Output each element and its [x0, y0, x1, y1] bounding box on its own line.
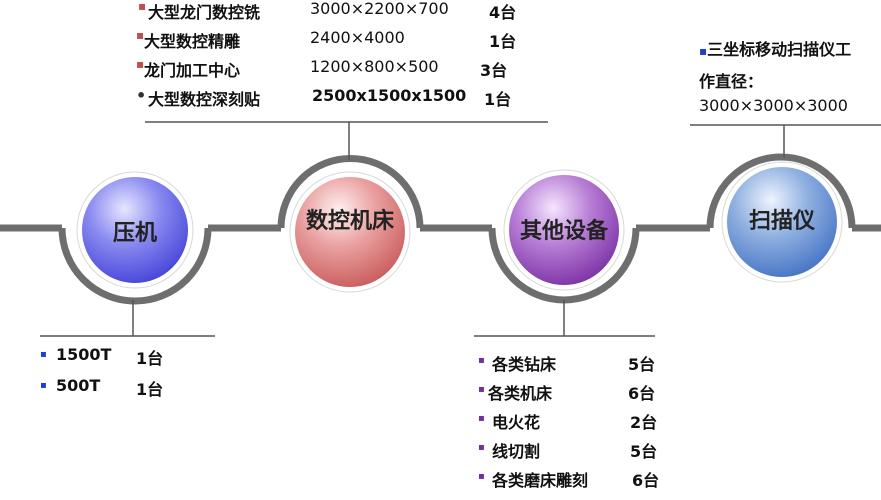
round-bullet-icon: •	[136, 86, 147, 105]
other-list-item: ▪ 各类机床 6台	[478, 380, 678, 409]
node-other-circle	[503, 169, 625, 291]
other-item-qty: 6台	[628, 384, 656, 403]
square-bullet-icon: ▪	[138, 0, 147, 13]
node-label-cnc: 数控机床	[305, 209, 394, 234]
other-item-name: 各类机床	[488, 384, 553, 403]
cnc-list: ▪ 大型龙门数控铣 3000×2200×700 4台 ▪ 大型数控精雕 2400…	[132, 0, 552, 115]
cnc-item-name: 大型数控精雕	[144, 32, 241, 51]
scanner-desc-line1: ▪三坐标移动扫描仪工	[699, 36, 851, 60]
cnc-item-qty: 1台	[484, 90, 512, 109]
cnc-item-name: 大型数控深刻贴	[148, 90, 261, 109]
connector-lines	[40, 121, 881, 337]
cnc-item-qty: 4台	[489, 3, 517, 22]
square-bullet-icon: ▪	[699, 44, 708, 58]
square-bullet-icon: ▪	[478, 384, 485, 395]
cnc-item-size: 2500x1500x1500	[312, 86, 467, 105]
node-scanner-circle	[721, 161, 843, 283]
square-bullet-icon: ▪	[478, 442, 485, 453]
press-item-qty: 1台	[136, 349, 164, 368]
square-bullet-icon: ▪	[136, 28, 145, 42]
cnc-list-item: ▪ 龙门加工中心 1200×800×500 3台	[132, 57, 552, 86]
other-item-qty: 5台	[628, 355, 656, 374]
cnc-list-item: ▪ 大型数控精雕 2400×4000 1台	[132, 28, 552, 57]
other-list: ▪ 各类钻床 5台 ▪ 各类机床 6台 ▪ 电火花 2台 ▪ 线切割 5台 ▪ …	[478, 351, 678, 496]
square-bullet-icon: ▪	[40, 349, 47, 360]
cnc-item-qty: 3台	[480, 61, 508, 80]
other-list-item: ▪ 各类钻床 5台	[478, 351, 678, 380]
cnc-item-name: 龙门加工中心	[144, 61, 241, 80]
other-item-name: 各类磨床雕刻	[492, 471, 589, 490]
scanner-desc-line3: 3000×3000×3000	[699, 96, 848, 115]
press-list-item: ▪ 500T 1台	[40, 376, 215, 405]
node-label-scanner: 扫描仪	[748, 209, 815, 234]
cnc-list-item: • 大型数控深刻贴 2500x1500x1500 1台	[132, 86, 552, 115]
press-item-name: 500T	[56, 376, 101, 395]
other-list-item: ▪ 电火花 2台	[478, 409, 678, 438]
square-bullet-icon: ▪	[478, 413, 485, 424]
press-item-name: 1500T	[56, 345, 112, 364]
cnc-item-name: 大型龙门数控铣	[148, 3, 261, 22]
other-item-name: 各类钻床	[492, 355, 557, 374]
square-bullet-icon: ▪	[478, 355, 485, 366]
square-bullet-icon: ▪	[478, 471, 485, 482]
other-item-qty: 5台	[630, 442, 658, 461]
other-item-name: 线切割	[492, 442, 541, 461]
cnc-item-qty: 1台	[489, 32, 517, 51]
square-bullet-icon: ▪	[136, 57, 145, 71]
cnc-item-size: 3000×2200×700	[310, 0, 449, 18]
node-cnc-circle	[289, 171, 411, 293]
scanner-desc-line2: 作直径：	[699, 72, 764, 91]
other-item-qty: 2台	[630, 413, 658, 432]
other-list-item: ▪ 线切割 5台	[478, 438, 678, 467]
press-list-item: ▪ 1500T 1台	[40, 345, 215, 376]
other-list-item: ▪ 各类磨床雕刻 6台	[478, 467, 678, 496]
node-press-circle	[76, 171, 194, 289]
node-label-other: 其他设备	[519, 219, 608, 244]
cnc-item-size: 2400×4000	[310, 28, 405, 47]
press-item-qty: 1台	[136, 380, 164, 399]
cnc-list-item: ▪ 大型龙门数控铣 3000×2200×700 4台	[132, 0, 552, 28]
cnc-item-size: 1200×800×500	[310, 57, 439, 76]
other-item-name: 电火花	[492, 413, 541, 432]
square-bullet-icon: ▪	[40, 380, 47, 391]
node-label-press: 压机	[112, 221, 157, 246]
other-item-qty: 6台	[632, 471, 660, 490]
press-list: ▪ 1500T 1台 ▪ 500T 1台	[40, 345, 215, 405]
scanner-desc-text: 三坐标移动扫描仪工	[707, 40, 852, 59]
